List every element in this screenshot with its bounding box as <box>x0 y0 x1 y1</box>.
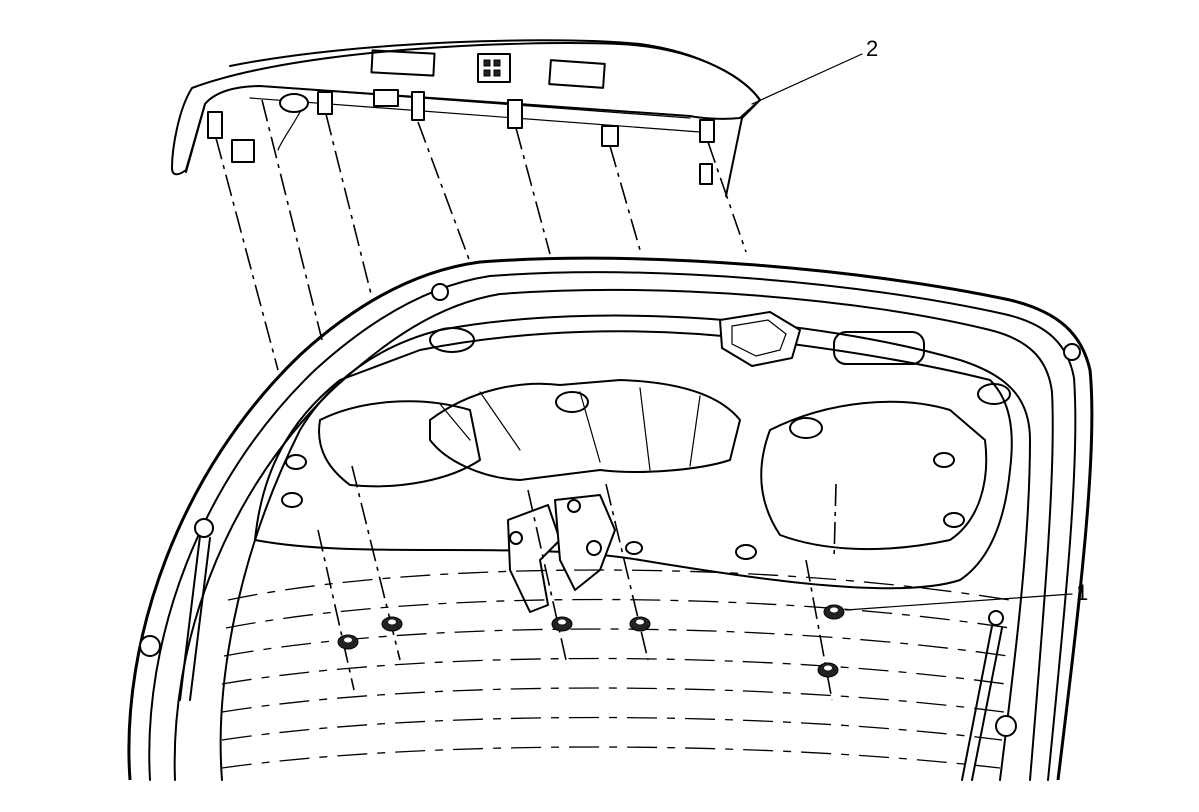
rear-spoiler <box>171 39 761 197</box>
spoiler-pad-right <box>548 59 606 89</box>
nut <box>629 616 651 632</box>
lamp-recess <box>833 331 925 365</box>
spoiler-grommet <box>279 93 309 113</box>
nut <box>817 662 839 678</box>
bumper-left <box>431 283 449 301</box>
nut <box>337 634 359 650</box>
alignment-lines-upper <box>215 99 747 371</box>
rear-camera-module <box>719 311 801 367</box>
bumper-right <box>1063 343 1081 361</box>
trunk-lid <box>127 256 1094 781</box>
nut-leader-line <box>845 593 1073 611</box>
spoiler-mounting-studs <box>207 89 715 185</box>
nut <box>551 616 573 632</box>
rear-window-lines <box>221 569 1011 769</box>
nut <box>823 604 845 620</box>
lift-struts <box>139 518 1017 781</box>
spoiler-connector <box>477 53 511 83</box>
callout-label-spoiler: 2 <box>866 36 879 61</box>
latch-assembly <box>507 494 616 613</box>
spoiler-nuts <box>337 604 845 678</box>
access-holes <box>281 327 1011 560</box>
nut <box>381 616 403 632</box>
callout-label-nut: 1 <box>1076 580 1089 605</box>
spoiler-leader-line <box>751 53 863 105</box>
spoiler-pad-left <box>370 49 436 77</box>
